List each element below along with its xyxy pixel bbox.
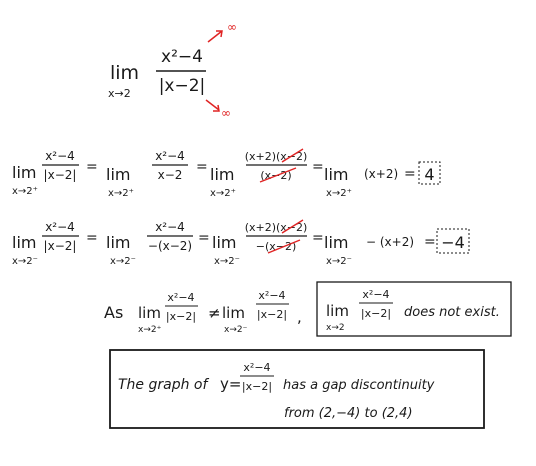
statement-text-from-to: from (2,−4) to (2,4) (284, 406, 413, 421)
limit-expression: − (x+2) (366, 235, 414, 249)
lim-word: lim (222, 304, 245, 322)
fraction-numerator: x²−4 (45, 220, 75, 234)
fraction-denominator: |x−2| (159, 76, 206, 96)
limit-subscript: x→2 (326, 323, 345, 333)
cancel-strike-numerator (281, 219, 304, 234)
limit-subscript: x→2⁺ (108, 188, 134, 199)
fraction-denominator: −(x−2) (148, 239, 192, 253)
not-equal-sign: ≠ (208, 304, 221, 322)
as-word: As (104, 303, 123, 322)
limit-subscript: x→2⁻ (224, 325, 248, 335)
equals-sign: = (424, 234, 436, 250)
fraction-numerator: x²−4 (155, 149, 185, 163)
lim-word: lim (12, 233, 36, 252)
fraction-numerator: x²−4 (167, 291, 194, 304)
statement-box: The graph of y= x²−4 |x−2| has a gap dis… (109, 349, 485, 429)
arrow-up-head (216, 30, 223, 38)
lim-word: lim (106, 233, 130, 252)
cancel-strike-denominator (259, 167, 297, 183)
fraction-denominator: |x−2| (44, 168, 77, 182)
lim-word: lim (326, 302, 349, 320)
limit-subscript: x→2⁻ (110, 256, 136, 267)
lim-word: lim (210, 165, 234, 184)
limit-subscript: x→2⁺ (12, 186, 38, 197)
fraction-denominator: |x−2| (242, 380, 272, 393)
lim-word: lim (110, 62, 139, 84)
fraction-numerator: x²−4 (362, 288, 389, 301)
result-value: −4 (441, 233, 465, 252)
lim-word: lim (212, 233, 236, 252)
cancel-strike-numerator (281, 148, 304, 163)
limit-subscript: x→2⁻ (326, 256, 352, 267)
arrow-down-head (213, 104, 220, 112)
fraction-numerator: x²−4 (258, 289, 285, 302)
equals-sign: = (312, 159, 324, 175)
conclusion-box (316, 281, 512, 337)
fraction-numerator: x²−4 (161, 47, 203, 67)
result-box (436, 228, 470, 254)
equals-sign: = (196, 159, 208, 175)
fraction-numerator: x²−4 (45, 149, 75, 163)
fraction-denominator: |x−2| (44, 239, 77, 253)
limit-subscript: x→2⁻ (12, 256, 38, 267)
infinity-up: ∞ (227, 20, 237, 34)
arrow-down-red (205, 99, 220, 111)
limit-expression: (x+2) (364, 167, 398, 181)
lim-word: lim (138, 304, 161, 322)
fraction-denominator: |x−2| (166, 310, 196, 323)
fraction-numerator: x²−4 (243, 361, 270, 374)
fraction-denominator: |x−2| (361, 307, 391, 320)
right-limit-row: lim x→2⁺ x²−4 |x−2| = lim x→2⁺ x²−4 x−2 … (12, 148, 441, 199)
statement-border (109, 349, 485, 429)
limit-subscript: x→2⁺ (138, 325, 162, 335)
lim-word: lim (12, 163, 36, 182)
top-limit-expression: lim x→2 x²−4 |x−2| ∞ ∞ (108, 20, 237, 120)
fraction-denominator: −(x−2) (256, 240, 297, 253)
equals-sign: = (86, 159, 98, 175)
fraction-denominator: |x−2| (257, 308, 287, 321)
lim-word: lim (106, 165, 130, 184)
fraction-numerator: x²−4 (155, 220, 185, 234)
equals-sign: = (312, 230, 324, 246)
cancel-strike-denominator (267, 239, 301, 254)
comma: , (297, 308, 302, 326)
does-not-exist-text: does not exist. (404, 305, 500, 320)
statement-text-gap: has a gap discontinuity (283, 378, 435, 393)
arrow-up-red (207, 30, 223, 43)
statement-text-graph-of: The graph of (118, 377, 209, 393)
limit-subscript: x→2⁻ (214, 256, 240, 267)
fraction-denominator: x−2 (158, 168, 183, 182)
fraction-numerator: (x+2)(x−2) (245, 150, 308, 163)
equals-sign: = (198, 230, 210, 246)
limit-subscript: x→2⁺ (210, 188, 236, 199)
result-box (418, 161, 441, 185)
lim-word: lim (324, 165, 348, 184)
infinity-down: ∞ (221, 106, 231, 120)
limit-subscript: x→2 (108, 87, 131, 100)
lim-word: lim (324, 233, 348, 252)
conclusion-row: As lim x→2⁺ x²−4 |x−2| ≠ lim x→2⁻ x²−4 |… (104, 281, 512, 337)
equals-sign: = (404, 166, 416, 182)
limit-subscript: x→2⁺ (326, 188, 352, 199)
left-limit-row: lim x→2⁻ x²−4 |x−2| = lim x→2⁻ x²−4 −(x−… (12, 219, 470, 267)
y-equals: y= (220, 375, 241, 393)
result-value: 4 (424, 165, 434, 184)
equals-sign: = (86, 230, 98, 246)
fraction-numerator: (x+2)(x−2) (245, 221, 308, 234)
